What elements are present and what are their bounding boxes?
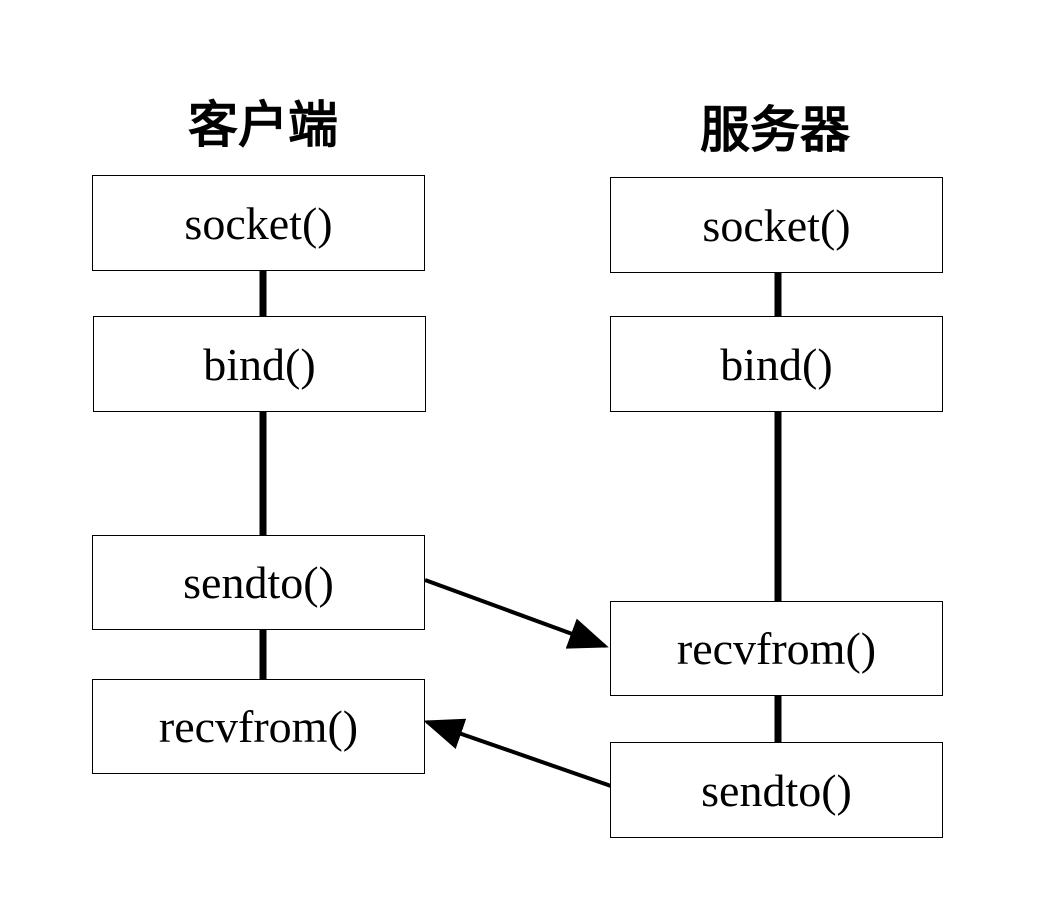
server-sendto-box: sendto() (610, 742, 943, 838)
server-title: 服务器 (700, 101, 850, 159)
server-recvfrom-box: recvfrom() (610, 601, 943, 696)
client-bind-box: bind() (93, 316, 426, 412)
arrow-server-sendto-to-client-recvfrom (423, 718, 612, 788)
client-recvfrom-box: recvfrom() (92, 679, 425, 774)
client-sendto-box: sendto() (92, 535, 425, 630)
client-socket-box: socket() (92, 175, 425, 271)
server-socket-box: socket() (610, 177, 943, 273)
server-bind-box: bind() (610, 316, 943, 412)
client-title: 客户端 (188, 96, 338, 154)
arrow-client-sendto-to-server-recvfrom (424, 578, 609, 649)
